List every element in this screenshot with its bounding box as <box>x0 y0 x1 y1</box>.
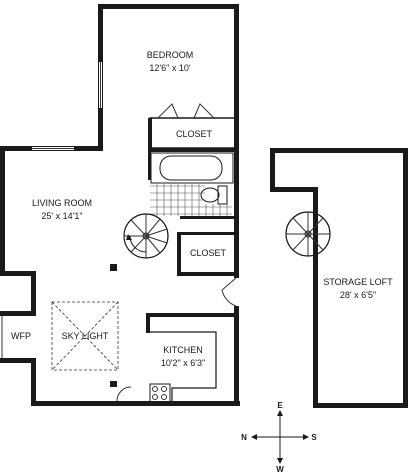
living-room-size: 25' x 14'1" <box>41 211 82 221</box>
bedroom-size: 12'6" x 10' <box>149 63 190 73</box>
entry-door <box>221 277 237 307</box>
kitchen-size: 10'2" x 6'3" <box>161 358 205 368</box>
hall-closet <box>177 232 236 276</box>
skylight <box>51 301 119 371</box>
storage-loft-label: STORAGE LOFT <box>323 277 393 287</box>
closet-mid-label: CLOSET <box>190 248 227 258</box>
storage-loft-walls <box>270 148 408 408</box>
living-room-label: LIVING ROOM <box>32 198 92 208</box>
bedroom-label: BEDROOM <box>147 50 194 60</box>
kitchen <box>110 313 238 403</box>
column <box>110 264 117 271</box>
storage-loft-size: 28' x 6'5" <box>340 290 376 300</box>
compass-east: E <box>277 401 283 410</box>
spiral-staircase <box>123 213 169 259</box>
kitchen-label: KITCHEN <box>163 345 203 355</box>
compass-west: W <box>276 465 284 474</box>
closet-top-label: CLOSET <box>176 129 213 139</box>
exterior-walls <box>0 4 240 406</box>
compass-north: N <box>241 433 247 442</box>
compass-rose: E W N S <box>241 401 317 474</box>
bathroom <box>148 148 236 219</box>
bedroom-closet <box>148 103 237 150</box>
loft-spiral-staircase <box>285 211 331 257</box>
skylight-label: SKY LIGHT <box>62 331 109 341</box>
bathroom-tile-floor <box>150 184 232 216</box>
wfp-label: WFP <box>11 331 31 341</box>
compass-south: S <box>311 433 317 442</box>
